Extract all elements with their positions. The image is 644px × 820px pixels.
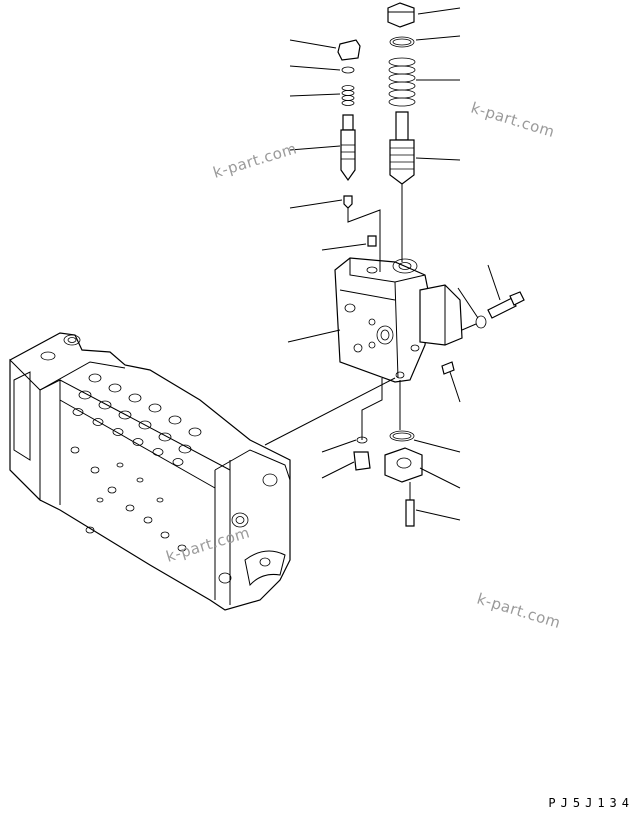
flange-and-fittings [353, 378, 423, 527]
valve-section-block [334, 257, 463, 383]
control-valve-assembly [9, 332, 291, 611]
assembly-guide-line [264, 377, 396, 446]
check-valve-parts [337, 39, 381, 272]
watermark-text: k-part.com [469, 99, 557, 142]
callout-leader-lines [287, 7, 501, 521]
drawing-code: PJ5J134 [548, 796, 634, 810]
relief-valve-parts [387, 2, 416, 262]
bolt-and-washer [441, 291, 525, 375]
watermark-text: k-part.com [211, 139, 299, 182]
watermark-text: k-part.com [475, 590, 563, 633]
